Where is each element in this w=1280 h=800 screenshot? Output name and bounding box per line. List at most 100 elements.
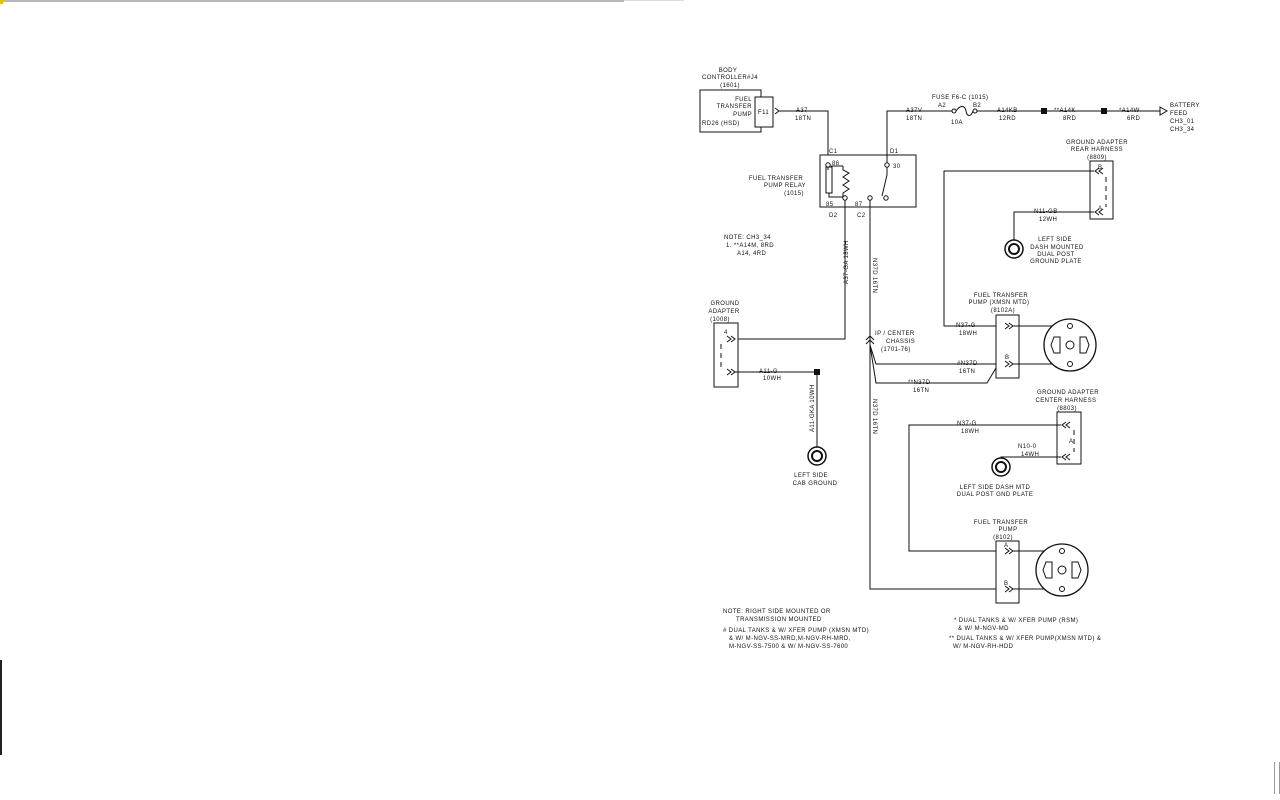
- ground-adapter-1008-box: [713, 322, 739, 388]
- pump-xmsn-pin-b: B: [1005, 355, 1009, 361]
- pump-lower-pin-a: A: [1004, 543, 1008, 549]
- dash-mtd-ground-symbol-icon: [991, 457, 1011, 477]
- wire-a37v-gauge: 18TN: [906, 116, 922, 122]
- wire-n37g-upper-id: N37-G: [956, 323, 976, 329]
- wire-a37v-id: A37V: [906, 108, 922, 114]
- dash-gnd-plate-line-1: LEFT SIDE DASH MTD: [960, 485, 1031, 491]
- wire-n100-gauge: 14WH: [1021, 452, 1039, 458]
- fuse-pin-b2: B2: [973, 103, 981, 109]
- note-line-2: 1. **A14M, 8RD: [726, 243, 774, 249]
- cab-ground-line-1: LEFT SIDE: [794, 473, 828, 479]
- wire-n37d-main: [869, 200, 996, 590]
- pump-lower-line-1: FUEL TRANSFER: [974, 520, 1028, 526]
- relay-terminal-30b: [883, 195, 889, 201]
- wire-a37-gauge: 18TN: [795, 116, 811, 122]
- relay-label-3: (1015): [784, 191, 804, 197]
- ground-adapter-rear: GROUND ADAPTER REAR HARNESS (8809) B A: [1066, 140, 1128, 220]
- center-pin-b-connector: [1061, 421, 1071, 429]
- pump-lower-connector-box: [995, 540, 1020, 604]
- pump-lower: FUEL TRANSFER PUMP (8102) A B: [974, 520, 1063, 604]
- ip-center-line-2: CHASSIS: [886, 339, 915, 345]
- wire-n37d-lower-label: N37D 16TN: [871, 399, 877, 434]
- dash-ground-line-3: DUAL POST: [1037, 252, 1074, 258]
- fuse-terminal-b2: [972, 108, 978, 114]
- wire-a37v: [886, 110, 932, 163]
- battery-line-2: FEED: [1170, 111, 1188, 117]
- viewer-left-edge: [0, 660, 2, 755]
- ground-adapter-center-box: [1056, 411, 1082, 465]
- note-line-1: NOTE: CH3_34: [724, 235, 771, 241]
- pump-motor-icon: [1043, 318, 1097, 372]
- wire-a37ga-label: A37-GA 18WH: [844, 240, 850, 284]
- note-line-3: A14, 4RD: [737, 251, 766, 257]
- wire-a11g: [735, 371, 818, 447]
- viewer-top-bar: [0, 0, 624, 2]
- viewer-corner-mark: [0, 0, 3, 4]
- wire-a37-id: A37: [796, 108, 808, 114]
- wire-n37d-star-gauge: 16TN: [913, 388, 929, 394]
- fuse-element: [955, 106, 974, 116]
- splice-a14k: [1041, 108, 1047, 114]
- pump-lower-code: (8102): [993, 535, 1013, 541]
- fuel-transfer-pump-relay: FUEL TRANSFER PUMP RELAY (1015) C1 D1 86…: [749, 149, 917, 219]
- battery-line-4: CH3_34: [1170, 127, 1195, 133]
- ip-center-line-1: IP / CENTER: [875, 331, 915, 337]
- pump-lower-pin-b: B: [1004, 581, 1008, 587]
- ground-adapter-rear-pin-a: A: [1098, 206, 1102, 212]
- wire-n37d-hash-gauge: 16TN: [959, 369, 975, 375]
- wire-a14k-gauge: 8RD: [1063, 116, 1076, 122]
- dash-ground-line-1: LEFT SIDE: [1038, 237, 1072, 243]
- body-controller-box: [699, 89, 762, 133]
- wire-n37d-vert-label: N37D 16TN: [871, 258, 877, 293]
- relay-label-1: FUEL TRANSFER: [749, 176, 803, 182]
- note-bottom-right-3: ** DUAL TANKS & W/ XFER PUMP(XMSN MTD) &: [949, 636, 1101, 642]
- splice-a14w: [1101, 108, 1107, 114]
- wire-n37d-hash: [869, 344, 996, 365]
- relay-terminal-87: [867, 195, 873, 201]
- ground-adapter-rear-pin-b: B: [1098, 165, 1102, 171]
- pump-xmsn-code: (8102A): [991, 308, 1015, 314]
- body-controller-fn-1: FUEL: [735, 97, 752, 103]
- wire-n37g-lower-id: N37-G: [957, 421, 977, 427]
- pump-lower-motor-icon: [1035, 543, 1089, 597]
- viewer-top-bar-edge: [624, 0, 684, 1]
- relay-pin-c1: C1: [829, 149, 838, 155]
- wire-a11g-id: A11-G: [759, 369, 778, 375]
- battery-line-1: BATTERY: [1170, 103, 1200, 109]
- adapter-1008-pin-4-connector: [726, 335, 736, 343]
- wire-n37g-upper-gauge: 18WH: [959, 331, 977, 337]
- wire-n11gb: [1013, 211, 1094, 240]
- wire-n37g-lower: [908, 424, 1061, 552]
- note-bottom-left-2: TRANSMISSION MOUNTED: [736, 617, 822, 623]
- ground-adapter-center-code: (8803): [1057, 406, 1077, 412]
- relay-pin-c2: C2: [857, 213, 866, 219]
- wire-n100-id: N10-0: [1018, 444, 1037, 450]
- relay-label-2: PUMP RELAY: [764, 183, 806, 189]
- wire-a11g-gauge: 10WH: [763, 376, 781, 382]
- wire-a11gka-label: A11-GKA 10WH: [810, 384, 816, 432]
- ground-adapter-center-line-1: GROUND ADAPTER: [1037, 390, 1099, 396]
- connector-arrow: [774, 107, 780, 115]
- body-controller-fn-3: PUMP: [733, 112, 752, 118]
- relay-terminal-30: [884, 162, 890, 168]
- note-bottom-left-1: NOTE: RIGHT SIDE MOUNTED OR: [723, 609, 831, 615]
- splice-a11g: [814, 369, 820, 375]
- ground-adapter-rear-line-1: GROUND ADAPTER: [1066, 140, 1128, 146]
- relay-pin-87: 87: [855, 202, 863, 208]
- wire-n11gb-gauge: 12WH: [1039, 217, 1057, 223]
- wire-a37ga: [734, 200, 846, 340]
- fuse-title: FUSE F6-C (1015): [932, 95, 988, 101]
- body-controller-fn-2: TRANSFER: [716, 104, 752, 110]
- relay-pin-d2: D2: [829, 213, 838, 219]
- wire-n37d-star: [869, 344, 997, 384]
- wire-a14kb-gauge: 12RD: [999, 116, 1016, 122]
- fuse-pin-a2: A2: [938, 103, 946, 109]
- ground-adapter-rear-box: [1089, 160, 1114, 220]
- cab-ground-line-2: CAB GROUND: [793, 481, 838, 487]
- ground-adapter-center: GROUND ADAPTER CENTER HARNESS (8803) A: [1036, 390, 1099, 465]
- relay-pin-86: 86: [832, 161, 840, 167]
- note-bottom-right-2: & W/ M-NGV-MD: [958, 626, 1009, 632]
- ground-adapter-center-line-2: CENTER HARNESS: [1036, 398, 1097, 404]
- dash-gnd-plate-line-2: DUAL POST GND PLATE: [957, 492, 1034, 498]
